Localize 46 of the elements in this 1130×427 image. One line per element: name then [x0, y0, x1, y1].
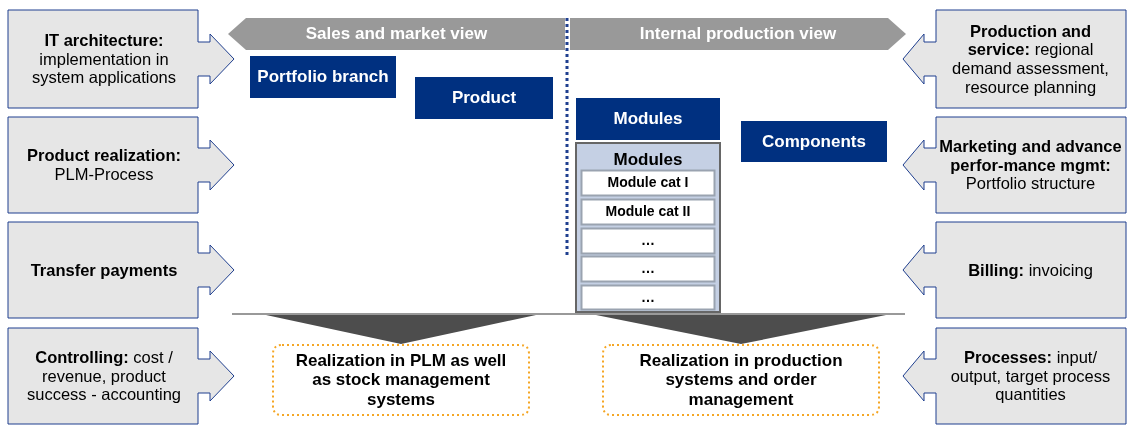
category-box	[415, 77, 553, 119]
callout-box	[903, 117, 1126, 213]
module-label: …	[641, 261, 655, 277]
module-row-box	[581, 170, 715, 196]
realization-box	[272, 344, 530, 416]
box-label: Production and service: regional demand assessment, resource planning	[951, 21, 1110, 97]
category-box	[576, 98, 720, 140]
callout-box	[8, 10, 234, 108]
box-label: Sales and market view	[305, 24, 488, 44]
callout-box	[8, 328, 234, 424]
box-label: Modules	[613, 109, 683, 129]
module-label: …	[641, 289, 655, 306]
funnel-arrow	[266, 315, 536, 344]
box-label: Billing: invoicing	[968, 260, 1093, 280]
view-banner	[570, 18, 906, 50]
category-box	[741, 121, 887, 162]
group-title: Modules	[613, 150, 683, 170]
box-label: Processes: input/ output, target process quantities	[949, 348, 1112, 404]
module-row-box	[581, 199, 715, 225]
view-banner	[228, 18, 565, 50]
module-row-box	[581, 285, 715, 310]
box-label: Transfer payments	[30, 260, 178, 280]
box-label: Realization in production systems and order management	[638, 351, 844, 409]
callout-box	[903, 10, 1126, 108]
module-label: Module cat I	[607, 175, 689, 191]
box-label: Portfolio branch	[257, 67, 389, 87]
module-row-box	[581, 228, 715, 254]
box-label: Internal production view	[639, 24, 837, 44]
box-label: Controlling: cost / revenue, product success - accounting	[25, 348, 183, 404]
box-label: Realization in PLM as well as stock management systems	[294, 351, 508, 409]
module-row-box	[581, 256, 715, 282]
module-label: Module cat II	[605, 204, 691, 220]
box-label: Marketing and advance perfor-mance mgmt: Portfolio structure	[939, 137, 1122, 193]
callout-box	[903, 222, 1126, 318]
box-label: IT architecture: implementation in system applications	[31, 31, 177, 87]
callout-box	[8, 222, 234, 318]
box-label: Product realization: PLM-Process	[26, 146, 182, 184]
box-label: Product	[451, 88, 517, 108]
realization-box	[602, 344, 880, 416]
module-group-box	[575, 142, 721, 313]
category-box	[250, 56, 396, 98]
module-label: …	[641, 233, 655, 249]
callout-box	[8, 117, 234, 213]
box-label: Components	[762, 131, 866, 152]
callout-box	[903, 328, 1126, 424]
funnel-arrow	[596, 315, 886, 344]
